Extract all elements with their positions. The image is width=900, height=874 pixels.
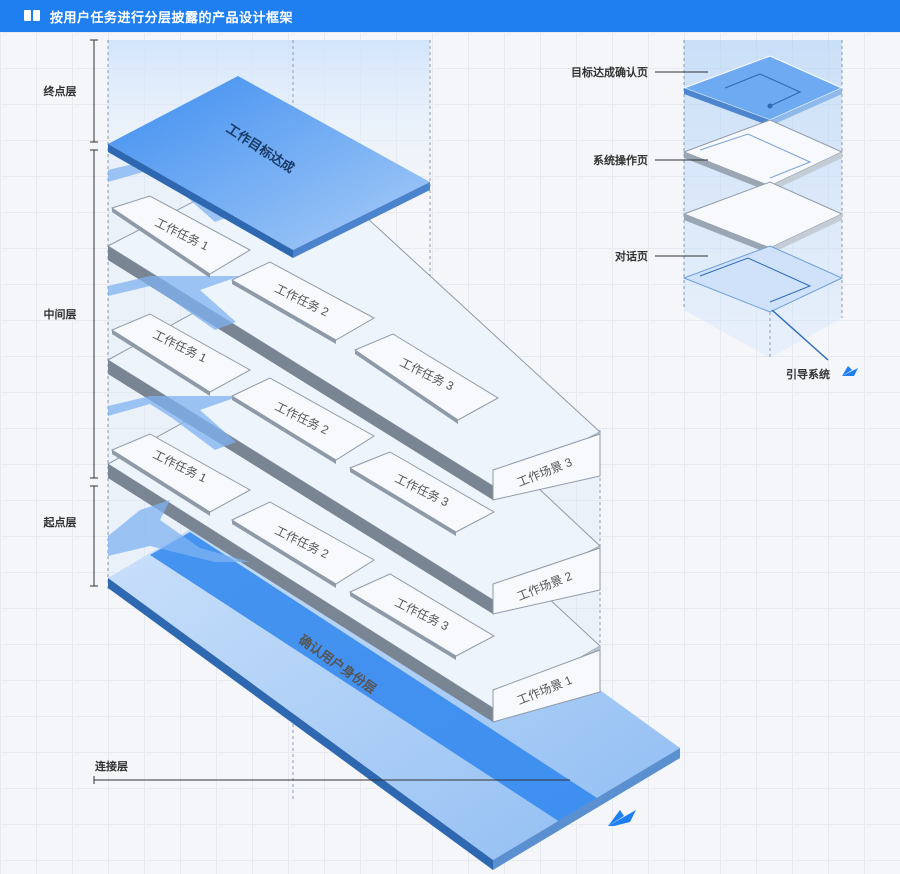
- goal-plate: 工作目标达成: [108, 76, 430, 258]
- guide-system-label: 引导系统: [786, 367, 830, 381]
- layer-label-start: 起点层: [43, 515, 77, 529]
- mini-leader-lines: [655, 71, 708, 257]
- task-s3-3: 工作任务 3: [353, 333, 499, 424]
- layer-label-connection: 连接层: [95, 759, 128, 773]
- mini-page-system-op: 系统操作页: [593, 153, 648, 167]
- connection-line: [93, 776, 570, 784]
- layer-label-end: 终点层: [44, 84, 77, 98]
- mini-stack: [682, 40, 844, 361]
- mini-page-dialog: 对话页: [615, 249, 648, 263]
- layer-brackets: [90, 39, 98, 587]
- layer-label-middle: 中间层: [44, 307, 77, 321]
- header-bar: 按用户任务进行分层披露的产品设计框架: [0, 0, 900, 32]
- task-plates: 工作任务 1 工作任务 2 工作任务 3 工作任务 1 工作任务 2 工作任务 …: [110, 195, 499, 660]
- mini-page-goal-confirm: 目标达成确认页: [571, 65, 648, 79]
- guide-arrow-icon: [608, 810, 636, 826]
- book-icon: [24, 10, 40, 22]
- page-title: 按用户任务进行分层披露的产品设计框架: [50, 9, 294, 25]
- guide-pointer-icon: [842, 366, 858, 376]
- task-s2-2: 工作任务 2: [230, 377, 375, 464]
- task-s1-3: 工作任务 3: [348, 573, 496, 660]
